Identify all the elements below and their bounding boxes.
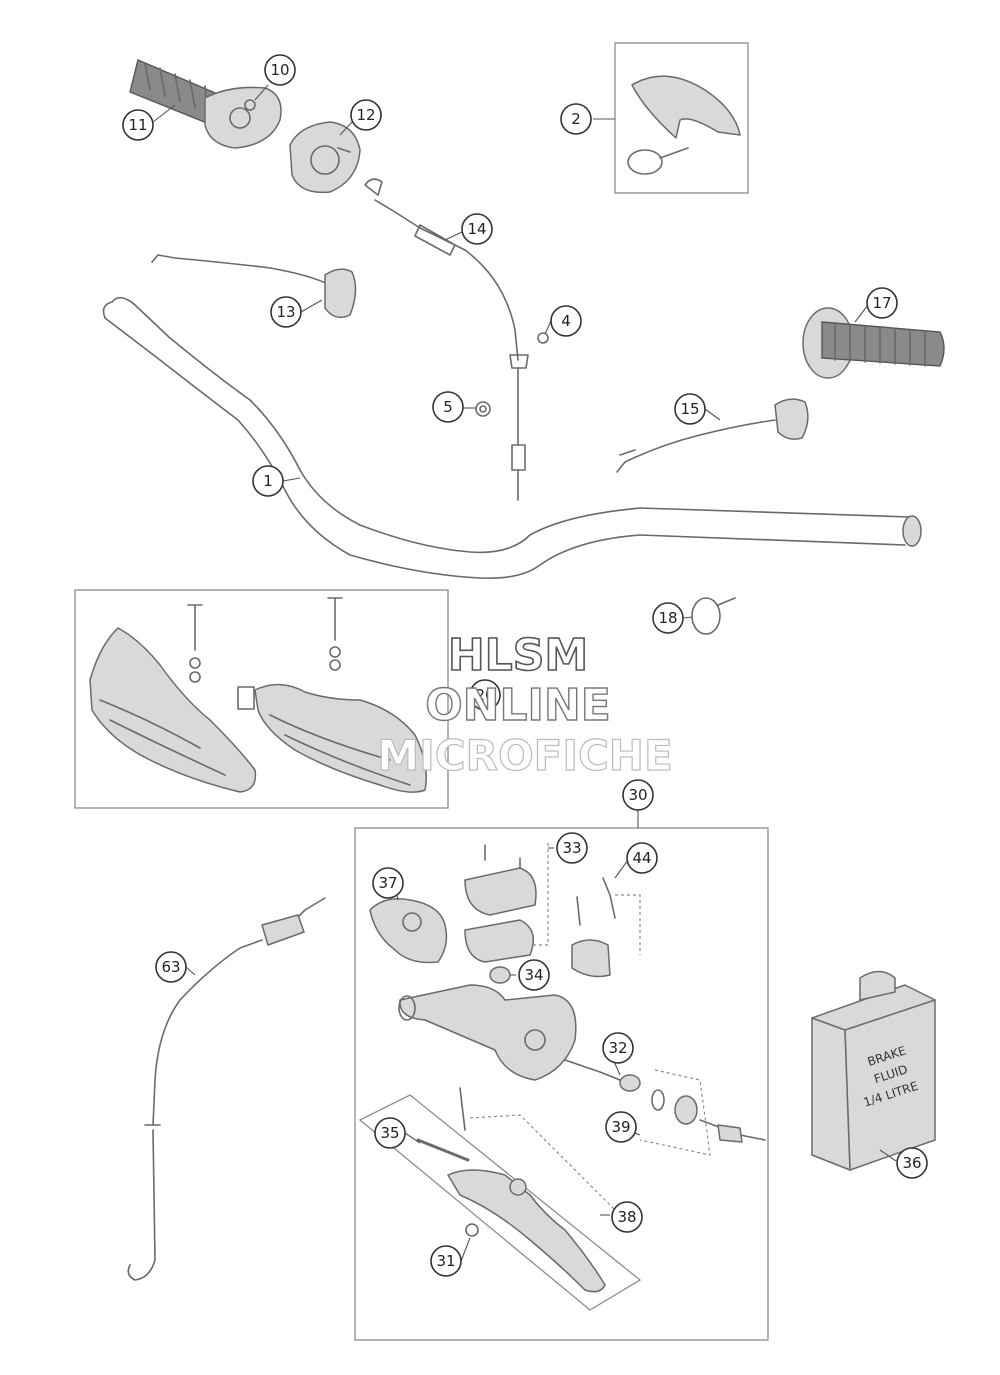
callout-31: 31 [430,1245,462,1277]
callout-30-label: 30 [628,786,647,804]
callout-13: 13 [270,296,302,328]
handguards-box [74,589,449,809]
switch-cable-part [616,398,809,473]
callout-36: 36 [896,1147,928,1179]
callout-37-label: 37 [378,874,397,892]
brake-assembly-box [354,827,769,1341]
throttle-grip-part [129,59,282,149]
left-grip-part [802,307,945,379]
callout-18-label: 18 [658,609,677,627]
callout-18: 18 [652,602,684,634]
callout-39: 39 [605,1111,637,1143]
callout-17: 17 [866,287,898,319]
callout-15: 15 [674,393,706,425]
handguard-inset [614,42,749,194]
callout-2: 2 [560,103,592,135]
callout-12-label: 12 [356,106,375,124]
callout-36-label: 36 [902,1154,921,1172]
callout-14-label: 14 [467,220,486,238]
callout-5: 5 [432,391,464,423]
callout-32-label: 32 [608,1039,627,1057]
callout-4: 4 [550,305,582,337]
callout-44: 44 [626,842,658,874]
callout-32: 32 [602,1032,634,1064]
callout-11-label: 11 [128,116,147,134]
callout-33: 33 [556,832,588,864]
callout-35-label: 35 [380,1124,399,1142]
callout-12: 12 [350,99,382,131]
watermark-line3: MICROFICHE [377,731,672,780]
throttle-housing-part [289,121,361,194]
callout-2-label: 2 [571,110,581,128]
callout-17-label: 17 [872,294,891,312]
callout-34: 34 [518,959,550,991]
hot-start-cable-part [127,897,326,1281]
callout-20-label: 20 [475,686,494,704]
callout-1: 1 [252,465,284,497]
callout-1-label: 1 [263,472,273,490]
callout-63-label: 63 [161,958,180,976]
callout-39-label: 39 [611,1118,630,1136]
callout-15-label: 15 [680,400,699,418]
callout-38: 38 [611,1201,643,1233]
throttle-cable-part [364,178,529,501]
callout-38-label: 38 [617,1208,636,1226]
callout-31-label: 31 [436,1252,455,1270]
callout-20: 20 [469,679,501,711]
callout-10-label: 10 [270,61,289,79]
clip-part [691,597,736,635]
watermark-line2: ONLINE [425,680,611,731]
callout-10: 10 [264,54,296,86]
watermark-line1: HLSM [448,630,588,681]
callout-5-label: 5 [443,398,453,416]
callout-30: 30 [622,779,654,811]
callout-14: 14 [461,213,493,245]
callout-35: 35 [374,1117,406,1149]
callout-4-label: 4 [561,312,571,330]
callout-37: 37 [372,867,404,899]
callout-33-label: 33 [562,839,581,857]
callout-11: 11 [122,109,154,141]
callout-34-label: 34 [524,966,543,984]
watermark: HLSM ONLINE MICROFICHE [377,629,673,780]
brake-fluid-bottle: BRAKE FLUID 1/4 LITRE [811,970,936,1171]
callout-13-label: 13 [276,303,295,321]
handlebar-part [102,296,922,580]
callout-44-label: 44 [632,849,651,867]
callout-63: 63 [155,951,187,983]
nut-part [475,332,549,417]
kill-switch-part [151,254,357,319]
